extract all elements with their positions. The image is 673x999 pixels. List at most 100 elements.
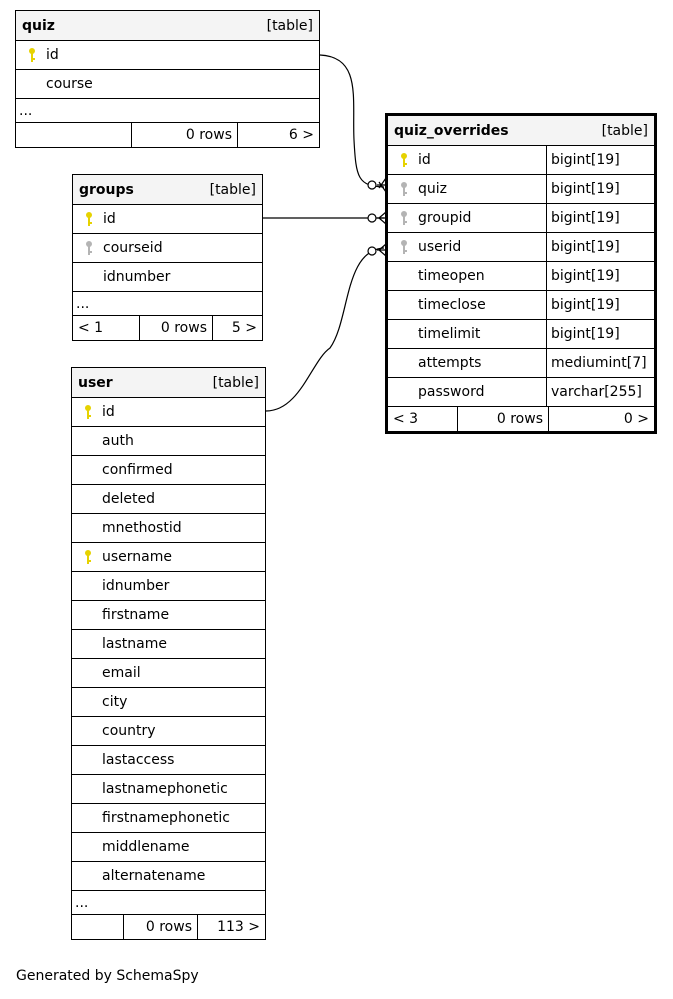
- column-row[interactable]: firstname: [72, 600, 265, 629]
- column-type: bigint[19]: [546, 146, 654, 174]
- children-link[interactable]: 0 >: [548, 407, 654, 431]
- column-name-cell: auth: [72, 427, 265, 455]
- column-name: country: [102, 723, 156, 739]
- column-name: lastaccess: [102, 752, 175, 768]
- crowfoot-quiz: [367, 177, 387, 193]
- link-user-to-overrides: [265, 247, 385, 412]
- row-count: 0 rows: [139, 316, 212, 340]
- column-name: quiz: [418, 181, 447, 197]
- table-groups[interactable]: groups [table] id courseid idnumber ... < …: [72, 174, 263, 341]
- column-type: bigint[19]: [546, 291, 654, 319]
- column-type: bigint[19]: [546, 233, 654, 261]
- column-row[interactable]: mnethostid: [72, 513, 265, 542]
- children-link[interactable]: 113 >: [197, 915, 265, 939]
- column-name: timelimit: [418, 326, 481, 342]
- table-header: user [table]: [72, 368, 265, 397]
- column-row[interactable]: alternatename: [72, 861, 265, 890]
- column-row[interactable]: id bigint[19]: [388, 145, 654, 174]
- column-row[interactable]: id: [73, 204, 262, 233]
- column-name: mnethostid: [102, 520, 182, 536]
- column-name: id: [418, 152, 431, 168]
- column-name: timeopen: [418, 268, 485, 284]
- children-link[interactable]: 5 >: [212, 316, 262, 340]
- foreign-key-icon: [394, 210, 414, 226]
- column-type: varchar[255]: [546, 378, 654, 406]
- column-name: lastname: [102, 636, 167, 652]
- more-columns: ...: [73, 291, 262, 315]
- column-row[interactable]: timeopen bigint[19]: [388, 261, 654, 290]
- column-row[interactable]: courseid: [73, 233, 262, 262]
- column-row[interactable]: middlename: [72, 832, 265, 861]
- column-row[interactable]: country: [72, 716, 265, 745]
- table-kind: [table]: [266, 17, 313, 34]
- column-name-cell: mnethostid: [72, 514, 265, 542]
- parents-link[interactable]: [16, 123, 131, 147]
- primary-key-icon: [79, 211, 99, 227]
- column-name-cell: lastaccess: [72, 746, 265, 774]
- table-header: groups [table]: [73, 175, 262, 204]
- column-row[interactable]: auth: [72, 426, 265, 455]
- table-kind: [table]: [601, 122, 648, 139]
- column-row[interactable]: lastaccess: [72, 745, 265, 774]
- table-footer: 0 rows 113 >: [72, 914, 265, 939]
- column-row[interactable]: idnumber: [72, 571, 265, 600]
- column-name: id: [103, 211, 116, 227]
- column-name-cell: course: [16, 70, 319, 98]
- column-name: course: [46, 76, 93, 92]
- column-name-cell: idnumber: [73, 263, 262, 291]
- column-name: lastnamephonetic: [102, 781, 228, 797]
- column-name: firstnamephonetic: [102, 810, 230, 826]
- column-row[interactable]: idnumber: [73, 262, 262, 291]
- primary-key-icon: [78, 404, 98, 420]
- column-row[interactable]: course: [16, 69, 319, 98]
- foreign-key-icon: [79, 240, 99, 256]
- column-name-cell: alternatename: [72, 862, 265, 890]
- column-name-cell: attempts: [388, 349, 546, 377]
- column-row[interactable]: confirmed: [72, 455, 265, 484]
- parents-link[interactable]: < 1: [78, 320, 104, 336]
- table-kind: [table]: [209, 181, 256, 198]
- parents-link[interactable]: < 3: [393, 411, 419, 427]
- column-name: email: [102, 665, 141, 681]
- column-name: username: [102, 549, 172, 565]
- parents-link[interactable]: [72, 915, 123, 939]
- column-name: idnumber: [102, 578, 170, 594]
- column-name: id: [102, 404, 115, 420]
- column-row[interactable]: email: [72, 658, 265, 687]
- children-link[interactable]: 6 >: [237, 123, 319, 147]
- foreign-key-icon: [394, 239, 414, 255]
- column-row[interactable]: city: [72, 687, 265, 716]
- crowfoot-groups: [367, 211, 387, 225]
- column-row[interactable]: lastname: [72, 629, 265, 658]
- column-row[interactable]: firstnamephonetic: [72, 803, 265, 832]
- column-name-cell: courseid: [73, 234, 262, 262]
- column-row[interactable]: id: [72, 397, 265, 426]
- table-footer: < 1 0 rows 5 >: [73, 315, 262, 340]
- column-row[interactable]: deleted: [72, 484, 265, 513]
- column-type: bigint[19]: [546, 204, 654, 232]
- column-name: attempts: [418, 355, 482, 371]
- column-name-cell: password: [388, 378, 546, 406]
- column-name: courseid: [103, 240, 163, 256]
- column-name: auth: [102, 433, 134, 449]
- column-name: city: [102, 694, 128, 710]
- column-type: bigint[19]: [546, 262, 654, 290]
- column-type: bigint[19]: [546, 175, 654, 203]
- column-row[interactable]: username: [72, 542, 265, 571]
- column-name: alternatename: [102, 868, 206, 884]
- column-row[interactable]: quiz bigint[19]: [388, 174, 654, 203]
- column-name-cell: timelimit: [388, 320, 546, 348]
- column-row[interactable]: lastnamephonetic: [72, 774, 265, 803]
- column-row[interactable]: id: [16, 40, 319, 69]
- primary-key-icon: [394, 152, 414, 168]
- column-name-cell: firstnamephonetic: [72, 804, 265, 832]
